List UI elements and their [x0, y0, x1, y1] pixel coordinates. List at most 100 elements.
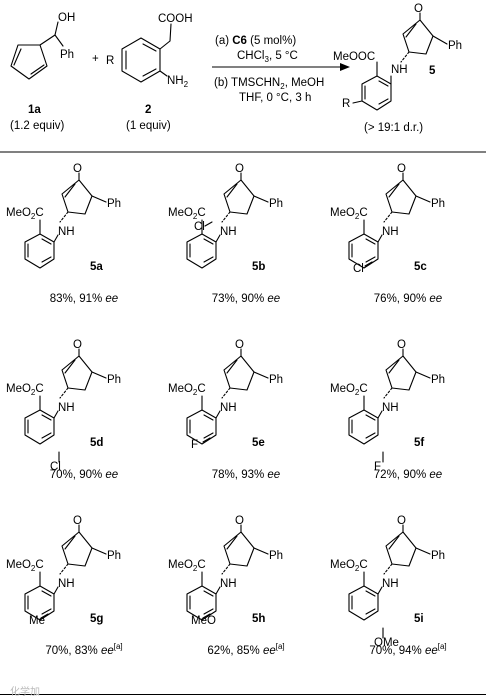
yield-ee-caption: 70%, 94% ee[a] — [369, 642, 446, 657]
yield-ee-caption: 76%, 90% ee — [374, 293, 442, 305]
ester-label: MeO2C — [330, 207, 368, 221]
bond — [388, 183, 400, 198]
amine-label: NH — [220, 402, 237, 414]
cyclopentenone-ring — [385, 179, 417, 215]
ketone-label: O — [73, 339, 82, 351]
bond — [41, 432, 52, 439]
bond — [226, 359, 238, 374]
reaction-arrow: (a) C6 (5 mol%) CHCl3, 5 °C (b) TMSCHN2,… — [212, 35, 350, 104]
bond — [415, 371, 431, 379]
general-product: O Ph NH 5 MeOOC R (> 19:1 d.r.) — [333, 3, 462, 134]
substituent-label: Cl — [50, 461, 61, 473]
ester-label: MeO2C — [6, 207, 44, 221]
bond — [215, 410, 221, 419]
ketone-label: O — [235, 339, 244, 351]
ester-label: MeO2C — [168, 383, 206, 397]
product-label-5: 5 — [429, 65, 436, 77]
bond — [221, 563, 231, 575]
cyclopentenone-ring — [223, 531, 255, 567]
benzene-ring — [348, 409, 379, 445]
yield-ee-caption: 70%, 90% ee — [50, 469, 118, 481]
condition-a: (a) C6 (5 mol%) — [215, 35, 296, 47]
bond — [91, 547, 107, 555]
amine-label: NH — [220, 578, 237, 590]
bond — [202, 613, 211, 619]
ketone-label: O — [235, 163, 244, 175]
bond — [53, 234, 59, 243]
r-group-label-5: R — [342, 98, 350, 110]
bond — [215, 234, 221, 243]
ketone-label: O — [73, 163, 82, 175]
bond — [91, 371, 107, 379]
bond — [253, 547, 269, 555]
bond — [365, 608, 376, 615]
bond — [203, 414, 214, 421]
bond — [203, 590, 214, 597]
bond — [41, 608, 52, 615]
phenyl-label: Ph — [269, 198, 283, 210]
benzene-ring — [348, 585, 379, 621]
compound-label: 5f — [414, 437, 424, 449]
yield-ee-caption: 83%, 91% ee — [50, 293, 118, 305]
phenyl-label: Ph — [431, 550, 445, 562]
bond — [221, 211, 231, 223]
ester-label: MeO2C — [330, 559, 368, 573]
bond — [365, 414, 376, 421]
bond — [204, 221, 213, 227]
substituent-label: Cl — [194, 221, 205, 233]
phenyl-label: Ph — [431, 198, 445, 210]
compound-label: 5i — [414, 613, 424, 625]
bond — [215, 586, 221, 595]
anthranilic-acid-reagent: COOH R NH2 2 (1 equiv) — [106, 13, 193, 132]
bond — [364, 261, 373, 267]
ketone-label: O — [397, 163, 406, 175]
bond — [41, 414, 52, 421]
compound-label: 5d — [90, 437, 103, 449]
bond — [388, 535, 400, 550]
bond — [203, 256, 214, 263]
bond — [203, 432, 214, 439]
condition-a-solvent: CHCl3, 5 °C — [237, 50, 298, 64]
bond — [415, 195, 431, 203]
bond — [415, 547, 431, 555]
r-group-label: R — [106, 55, 114, 67]
cyclopentenone-ring — [61, 531, 93, 567]
phenyl-label: Ph — [107, 550, 121, 562]
cyclopentenone-ring — [385, 355, 417, 391]
furan-reagent: OH Ph 1a (1.2 equiv) — [10, 12, 75, 132]
amine-label: NH — [58, 578, 75, 590]
bond — [377, 410, 383, 419]
bond — [91, 195, 107, 203]
substituent-label: OMe — [374, 637, 399, 649]
cyclopentenone-ring — [223, 355, 255, 391]
bond — [41, 590, 52, 597]
bond — [221, 387, 231, 399]
ketone-label: O — [73, 515, 82, 527]
phenyl-label: Ph — [269, 550, 283, 562]
bond — [59, 211, 69, 223]
ketone-label: O — [235, 515, 244, 527]
amine-label: NH — [220, 226, 237, 238]
amine-label: NH — [382, 226, 399, 238]
reaction-scheme: OH Ph 1a (1.2 equiv) + COOH R NH2 2 (1 e… — [0, 3, 486, 153]
phenyl-label: Ph — [107, 198, 121, 210]
phenyl-label: Ph — [107, 374, 121, 386]
bond — [202, 437, 211, 443]
benzene-ring — [24, 233, 55, 269]
amine-label: NH — [58, 402, 75, 414]
substituent-label: F — [374, 461, 381, 473]
condition-b-line2: THF, 0 °C, 3 h — [239, 92, 311, 104]
equiv-1a: (1.2 equiv) — [10, 120, 65, 132]
compound-label: 5h — [252, 613, 265, 625]
compound-label: 5a — [90, 261, 103, 273]
bond — [59, 387, 69, 399]
bond — [383, 211, 393, 223]
ester-label: MeO2C — [330, 383, 368, 397]
yield-ee-caption: 70%, 83% ee[a] — [45, 642, 122, 657]
bond — [365, 238, 376, 245]
